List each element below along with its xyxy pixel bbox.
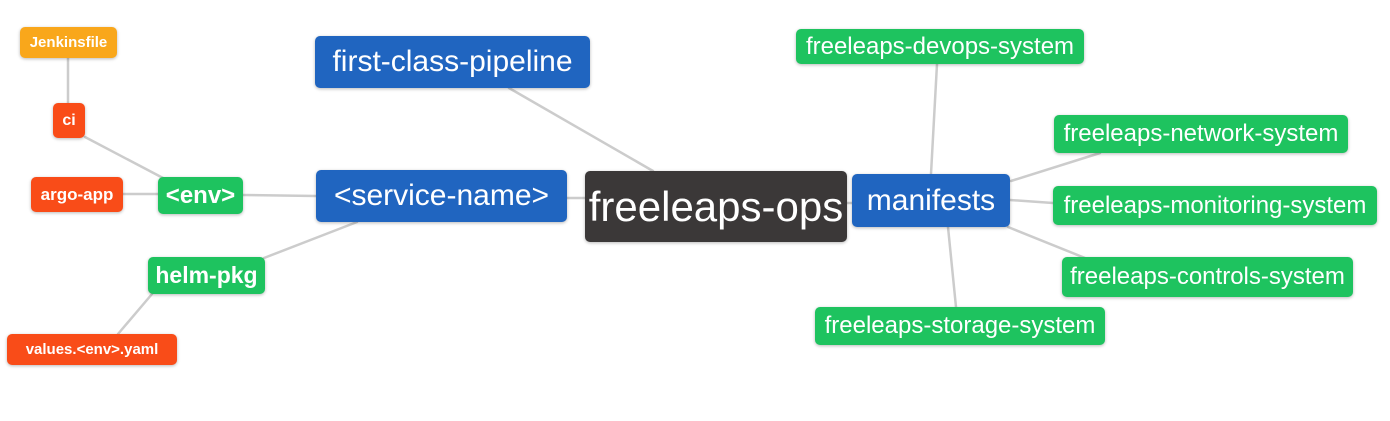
node-storage-system[interactable]: freeleaps-storage-system [815, 307, 1105, 345]
node-freeleaps-ops[interactable]: freeleaps-ops [585, 171, 847, 242]
node-service-name[interactable]: <service-name> [316, 170, 567, 222]
edge-manifests-to-storage-system [946, 225, 958, 309]
node-manifests[interactable]: manifests [852, 174, 1010, 227]
edge-ci-to-env [83, 135, 165, 180]
node-values-env-yaml[interactable]: values.<env>.yaml [7, 334, 177, 365]
node-controls-system[interactable]: freeleaps-controls-system [1062, 257, 1353, 297]
node-argo-app[interactable]: argo-app [31, 177, 123, 212]
edge-manifests-to-network-system [1009, 151, 1102, 183]
edge-service-name-to-helm-pkg [262, 220, 359, 260]
node-first-class-pipeline[interactable]: first-class-pipeline [315, 36, 590, 88]
node-ci[interactable]: ci [53, 103, 85, 138]
edge-manifests-to-monitoring-system [1008, 198, 1055, 205]
node-jenkinsfile[interactable]: Jenkinsfile [20, 27, 117, 58]
node-helm-pkg[interactable]: helm-pkg [148, 257, 265, 294]
edge-manifests-to-devops-system [929, 62, 939, 176]
node-monitoring-system[interactable]: freeleaps-monitoring-system [1053, 186, 1377, 225]
edge-first-class-pipeline-to-freeleaps-ops [507, 86, 655, 173]
node-network-system[interactable]: freeleaps-network-system [1054, 115, 1348, 153]
node-env[interactable]: <env> [158, 177, 243, 214]
node-devops-system[interactable]: freeleaps-devops-system [796, 29, 1084, 64]
edge-manifests-to-controls-system [1006, 225, 1087, 260]
edge-helm-pkg-to-values-env-yaml [116, 292, 154, 336]
edge-env-to-service-name [241, 193, 318, 198]
